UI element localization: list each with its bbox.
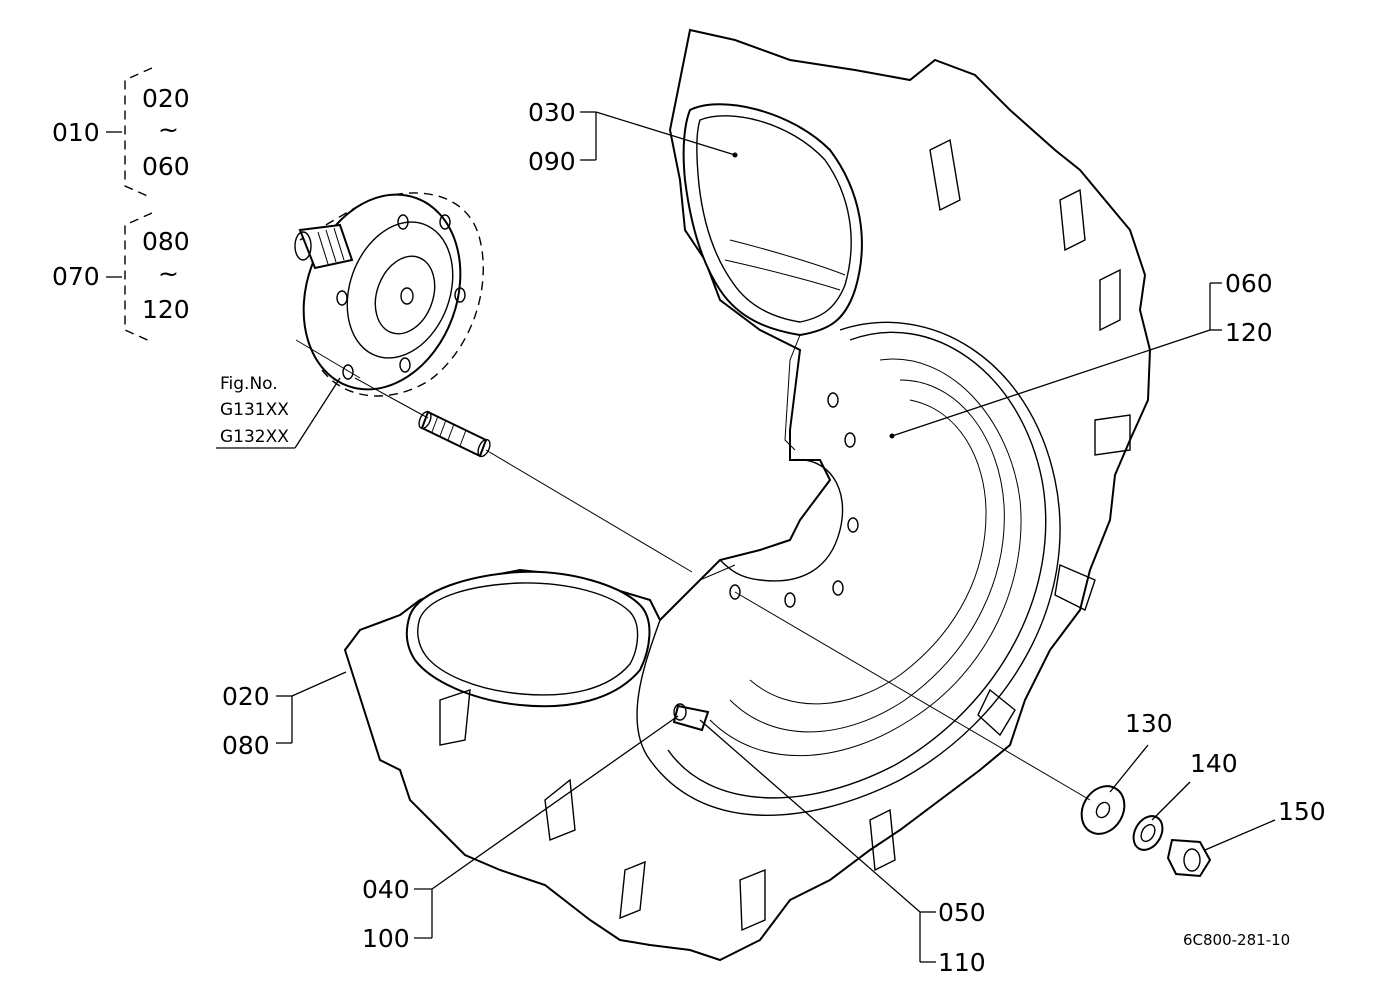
label-150: 150: [1278, 797, 1326, 826]
label-010-from: 020: [142, 84, 190, 113]
label-100: 100: [362, 924, 410, 953]
label-040: 040: [362, 875, 410, 904]
label-070: 070: [52, 262, 100, 291]
label-120: 120: [1225, 318, 1273, 347]
label-070-to: 120: [142, 295, 190, 324]
label-010: 010: [52, 118, 100, 147]
drawing-code: 6C800-281-10: [1183, 931, 1290, 949]
label-080: 080: [222, 731, 270, 760]
label-010-tilde: ~: [158, 115, 179, 144]
label-090: 090: [528, 147, 576, 176]
label-020: 020: [222, 682, 270, 711]
flat-washer: [1080, 785, 1126, 835]
leader-lines: [106, 67, 1276, 963]
label-060: 060: [1225, 269, 1273, 298]
label-110: 110: [938, 948, 986, 977]
fig-no-label: Fig.No.: [220, 374, 278, 394]
label-130: 130: [1125, 709, 1173, 738]
valve-stem: [672, 703, 710, 732]
label-030: 030: [528, 98, 576, 127]
spring-washer: [1132, 815, 1164, 851]
label-140: 140: [1190, 749, 1238, 778]
label-070-from: 080: [142, 227, 190, 256]
label-010-to: 060: [142, 152, 190, 181]
callout-labels: 010 020 ~ 060 070 080 ~ 120 Fig.No. G131…: [52, 84, 1326, 977]
label-050: 050: [938, 898, 986, 927]
hex-nut: [1166, 838, 1212, 878]
label-070-tilde: ~: [158, 259, 179, 288]
fig-no-1: G131XX: [220, 400, 289, 420]
stud-bolt: [418, 410, 491, 458]
fig-no-2: G132XX: [220, 427, 289, 447]
wheel-half-back: [343, 28, 1152, 962]
hub-flange: [294, 192, 484, 397]
